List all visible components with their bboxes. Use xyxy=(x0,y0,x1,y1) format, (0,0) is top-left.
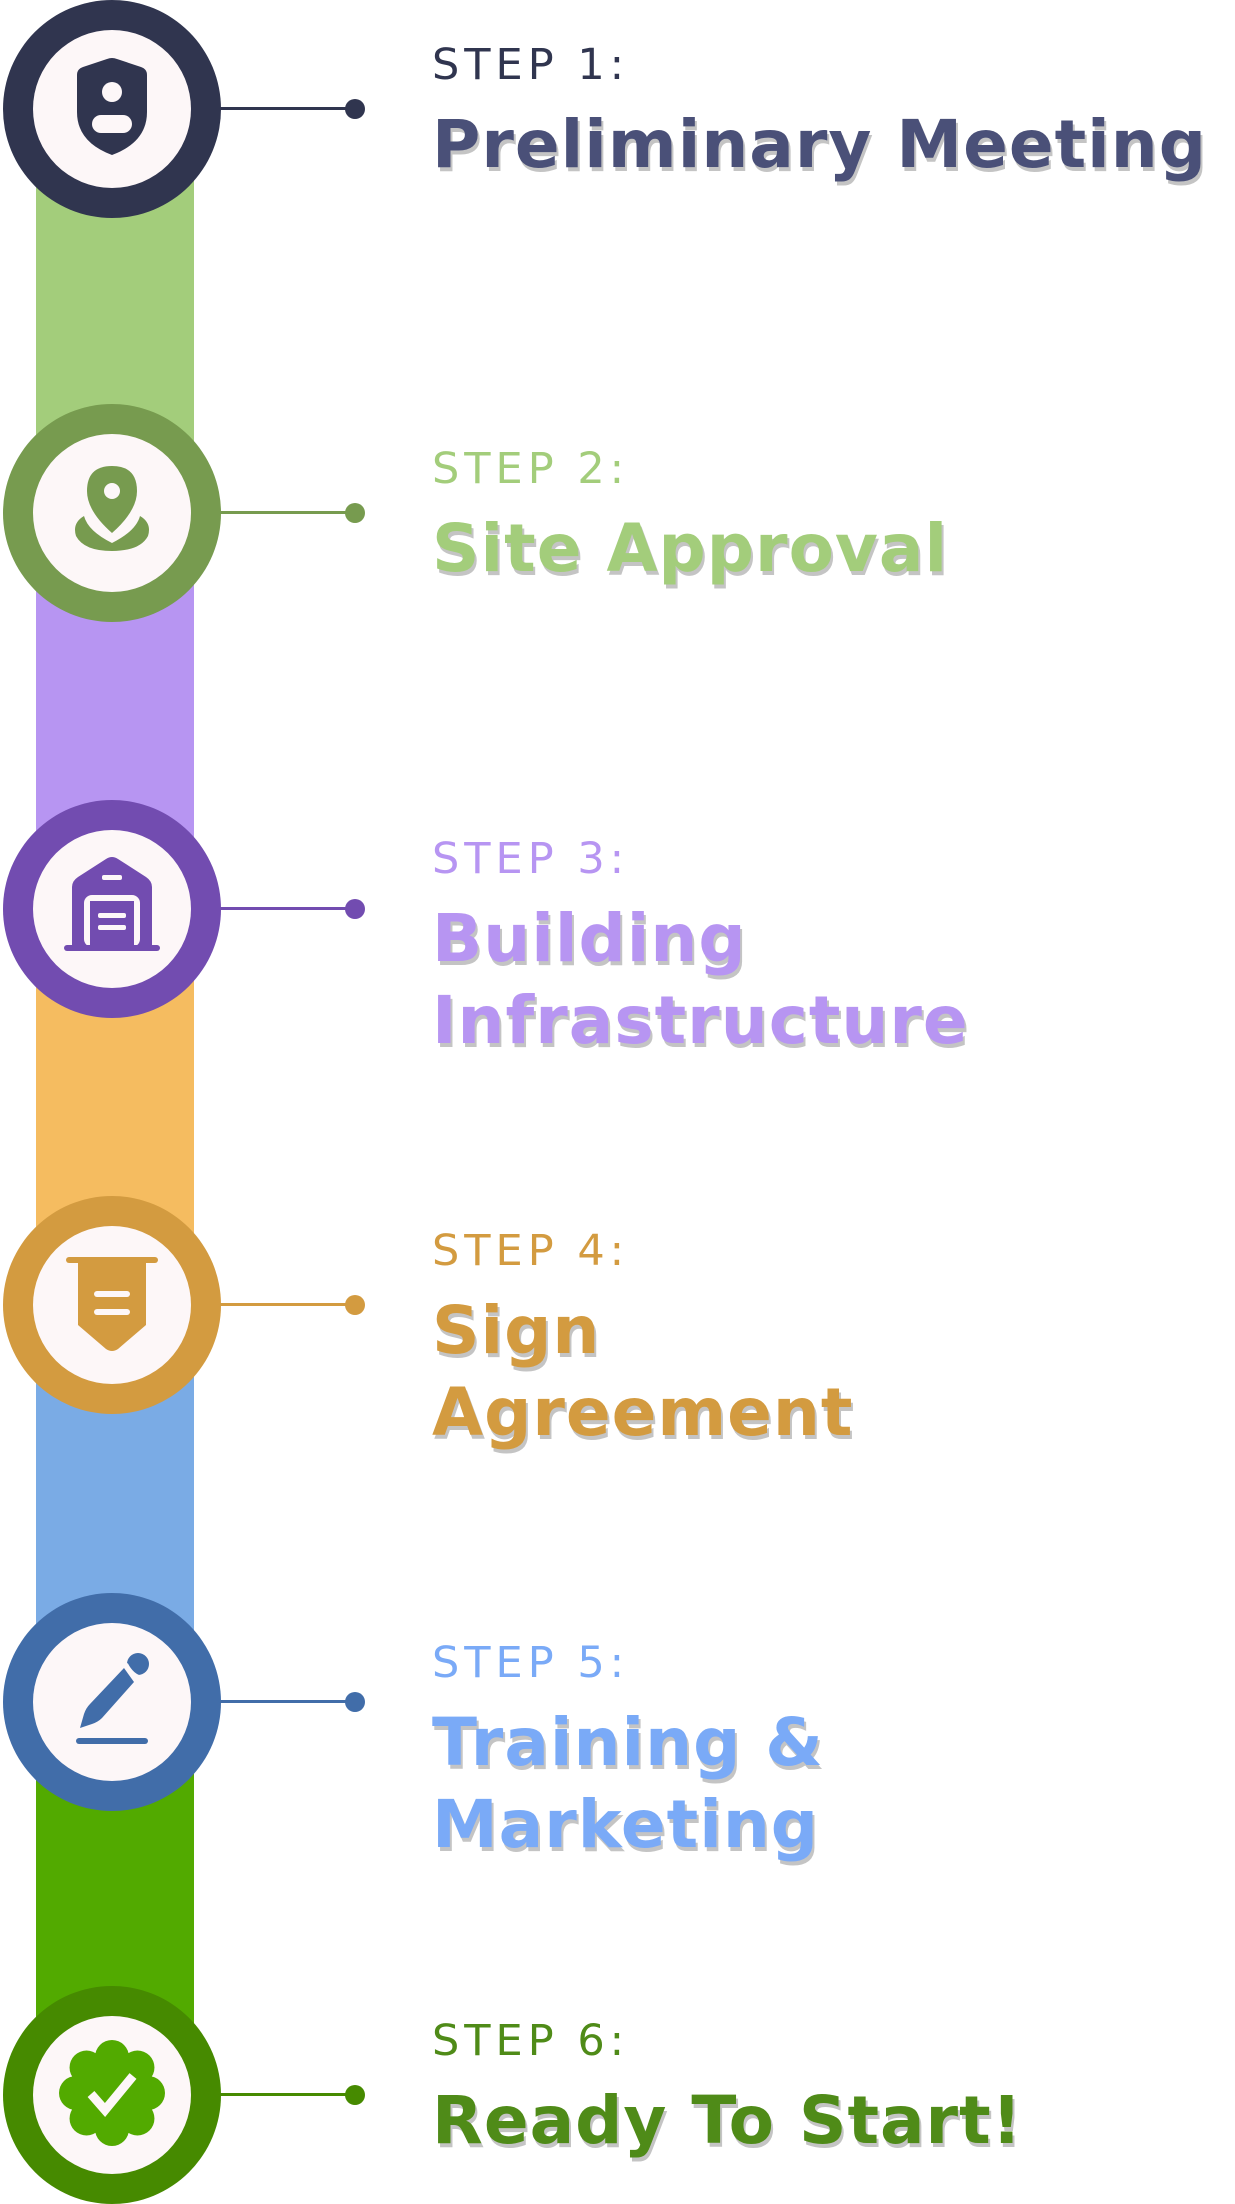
step-text: STEP 1: Preliminary Meeting xyxy=(432,40,1207,186)
connector-line xyxy=(218,2093,355,2096)
connector-dot xyxy=(345,899,365,919)
connector-line xyxy=(218,1303,355,1306)
verified-badge-icon xyxy=(57,2038,167,2152)
step-text: STEP 5: Training & Marketing xyxy=(432,1638,912,1866)
step-text: STEP 4: Sign Agreement xyxy=(432,1226,872,1454)
step-label: STEP 3: xyxy=(432,834,630,884)
location-pin-icon xyxy=(62,461,162,565)
step-text: STEP 2: Site Approval xyxy=(432,444,948,590)
step-text: STEP 3: Building Infrastructure xyxy=(432,834,992,1062)
step-title: Building Infrastructure xyxy=(432,900,969,1059)
connector-line xyxy=(218,1700,355,1703)
step-title: Sign Agreement xyxy=(432,1292,854,1451)
connector-line xyxy=(218,907,355,910)
step-circle xyxy=(3,404,221,622)
step-circle xyxy=(3,0,221,218)
step-label: STEP 6: xyxy=(432,2016,630,2066)
step-circle xyxy=(3,1986,221,2204)
step-text: STEP 6: Ready To Start! xyxy=(432,2016,1023,2162)
step-label: STEP 5: xyxy=(432,1638,630,1688)
step-label: STEP 2: xyxy=(432,444,630,494)
connector-dot xyxy=(345,503,365,523)
warehouse-icon xyxy=(62,857,162,961)
step-title: Preliminary Meeting xyxy=(432,106,1208,183)
pen-sign-icon xyxy=(62,1650,162,1754)
step-title: Ready To Start! xyxy=(432,2082,1023,2159)
step-title: Site Approval xyxy=(432,510,949,587)
connector-dot xyxy=(345,99,365,119)
connector-dot xyxy=(345,1295,365,1315)
connector-line xyxy=(218,107,355,110)
connector-line xyxy=(218,511,355,514)
step-title: Training & Marketing xyxy=(432,1704,824,1863)
step-circle xyxy=(3,1593,221,1811)
connector-dot xyxy=(345,1692,365,1712)
step-label: STEP 1: xyxy=(432,40,630,90)
connector-dot xyxy=(345,2085,365,2105)
document-banner-icon xyxy=(62,1253,162,1357)
user-shield-icon xyxy=(67,57,157,161)
step-circle xyxy=(3,800,221,1018)
step-circle xyxy=(3,1196,221,1414)
step-label: STEP 4: xyxy=(432,1226,630,1276)
